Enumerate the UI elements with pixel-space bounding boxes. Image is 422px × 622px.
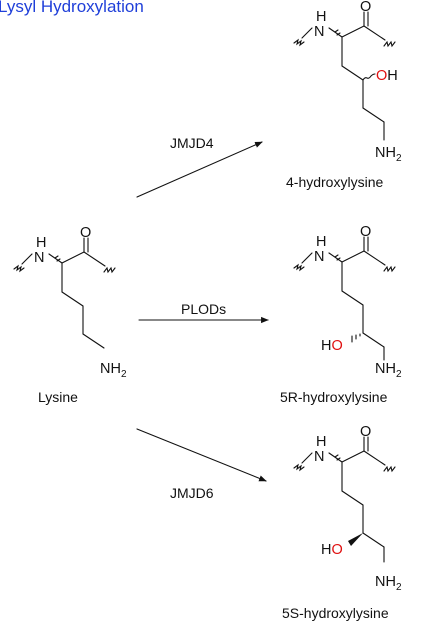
bond xyxy=(21,253,33,265)
wedge-stereo-bond xyxy=(348,533,363,546)
atom-n: N xyxy=(314,249,324,265)
atom-n: N xyxy=(314,24,324,40)
bond xyxy=(83,251,106,267)
hash-bond xyxy=(334,254,339,258)
bond xyxy=(48,253,63,264)
atom-h: H xyxy=(316,234,326,250)
bond xyxy=(363,25,386,41)
product-structure-4-hydroxylysine: H N O OH NH2 xyxy=(293,0,402,164)
bond xyxy=(301,452,313,464)
bond xyxy=(328,452,343,463)
atom-o: O xyxy=(360,224,371,240)
wavy-bond-left xyxy=(293,263,305,272)
arrow-jmjd4 xyxy=(136,141,263,198)
wavy-bond-left xyxy=(293,38,305,47)
atom-o: O xyxy=(80,225,91,241)
hash-bond xyxy=(56,258,61,262)
bond xyxy=(341,490,364,506)
hash-bond xyxy=(336,457,341,461)
hash-bond xyxy=(336,32,341,36)
atom-nh2: NH2 xyxy=(375,145,402,164)
hydroxyl-oh: OH xyxy=(376,68,398,84)
bond xyxy=(341,25,365,38)
bond xyxy=(341,450,365,463)
hash-bond xyxy=(336,257,341,261)
atom-n: N xyxy=(314,449,324,465)
product-structure-5r-hydroxylysine: H N O HO NH2 xyxy=(293,224,402,380)
scheme-title: Lysyl Hydroxylation xyxy=(0,0,144,16)
bond xyxy=(61,251,85,264)
bond xyxy=(301,252,313,264)
atom-o: O xyxy=(360,424,371,440)
hash-bond xyxy=(54,255,59,259)
bond xyxy=(363,450,386,466)
bond xyxy=(82,333,105,349)
enzyme-label-plods: PLODs xyxy=(181,301,226,317)
atom-h: H xyxy=(316,9,326,25)
bond xyxy=(341,290,364,306)
atom-nh2: NH2 xyxy=(375,361,402,380)
hash-bond xyxy=(334,454,339,458)
hydroxyl-ho: HO xyxy=(321,338,343,354)
hash-bond xyxy=(334,29,339,33)
enzyme-label-jmjd6: JMJD6 xyxy=(170,485,214,501)
atom-h: H xyxy=(36,235,46,251)
bond xyxy=(362,532,385,548)
reactant-label: Lysine xyxy=(38,389,78,405)
bond xyxy=(362,332,385,348)
bond xyxy=(328,27,343,38)
bond xyxy=(301,27,313,39)
wavy-bond-right xyxy=(383,40,396,48)
wavy-stereo-bond xyxy=(362,73,376,81)
wavy-bond-right xyxy=(383,265,396,273)
wavy-bond-left xyxy=(13,264,25,273)
enzyme-label-jmjd4: JMJD4 xyxy=(170,135,214,151)
arrow-jmjd6 xyxy=(136,428,267,482)
atom-n: N xyxy=(34,250,44,266)
atom-nh2: NH2 xyxy=(375,574,402,593)
bond xyxy=(362,107,385,123)
bond xyxy=(328,252,343,263)
product-structure-5s-hydroxylysine: H N O HO NH2 xyxy=(293,424,402,593)
atom-nh2: NH2 xyxy=(100,361,127,380)
bond xyxy=(363,250,386,266)
bond xyxy=(341,65,364,81)
hash-stereo-bond xyxy=(351,333,361,343)
bond xyxy=(61,291,84,307)
bond xyxy=(341,250,365,263)
lysine-structure: H N O NH2 xyxy=(13,225,127,380)
atom-h: H xyxy=(316,434,326,450)
product-label-4-hydroxylysine: 4-hydroxylysine xyxy=(286,174,383,190)
product-label-5s-hydroxylysine: 5S-hydroxylysine xyxy=(282,605,389,621)
wavy-bond-left xyxy=(293,463,305,472)
hydroxyl-ho: HO xyxy=(321,542,343,558)
wavy-bond-right xyxy=(103,266,116,274)
atom-o: O xyxy=(360,0,371,15)
wavy-bond-right xyxy=(383,465,396,473)
product-label-5r-hydroxylysine: 5R-hydroxylysine xyxy=(280,389,388,405)
